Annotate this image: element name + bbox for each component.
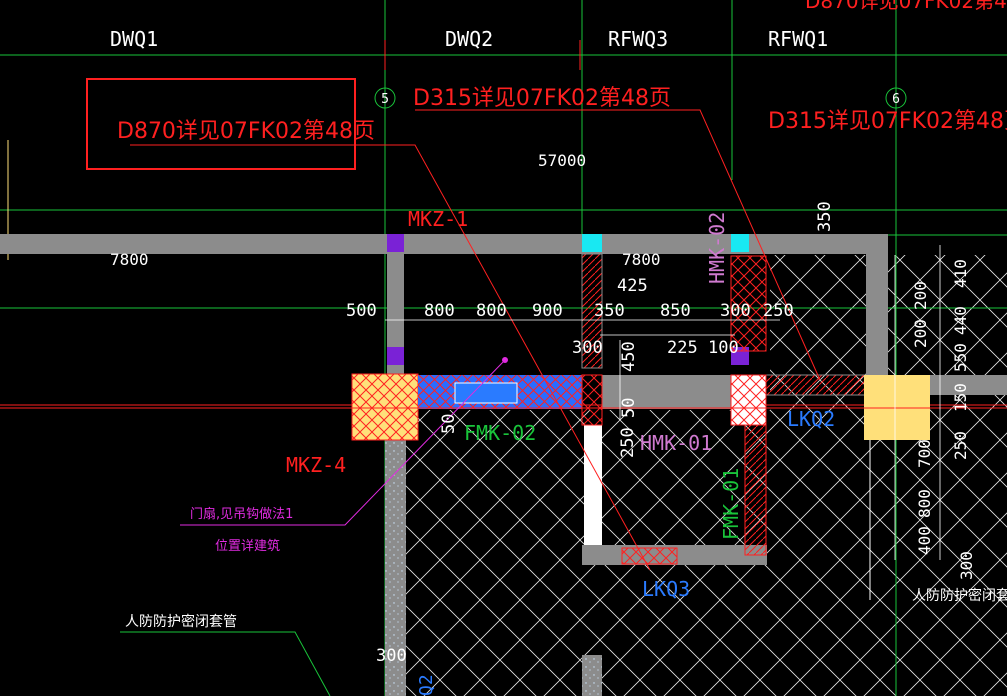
dim-text: 850 (660, 301, 691, 321)
tag-hmk02: HMK-02 (705, 212, 729, 284)
dim-text: 800 (915, 489, 934, 518)
dim-inner: 300 425 225 100 450 50 50 250 350 300 (376, 201, 835, 666)
dim-text: 200 (911, 319, 930, 348)
axis-bubble-5: 5 (374, 87, 396, 109)
note-sleeve-right: 人防防护密闭套管 (912, 587, 1007, 604)
axis-label-rfwq3: RFWQ3 (608, 27, 668, 51)
dim-text: 300 (572, 338, 603, 358)
axis-bubble-label: 5 (381, 92, 389, 107)
dim-overall: 57000 (538, 151, 586, 170)
dim-text: 400 (915, 526, 934, 555)
dim-bay-right: 7800 (622, 250, 661, 269)
note-door-line1: 门扇,见吊钩做法1 (190, 506, 293, 522)
note-leader (180, 357, 508, 526)
leader-lines (0, 109, 1007, 571)
dimension-lines (385, 245, 941, 560)
tag-fmk02: FMK-02 (464, 421, 536, 445)
axis-bubble-label: 6 (892, 92, 900, 107)
tag-mkz1: MKZ-1 (408, 207, 468, 231)
dim-text: 440 (951, 306, 970, 335)
tag-hmk01: HMK-01 (640, 431, 712, 455)
dim-text: 200 (911, 281, 930, 310)
axis-bubble-6: 6 (885, 87, 907, 109)
dim-text: 300 (720, 301, 751, 321)
tag-q02: Q2 (416, 674, 437, 696)
axis-label-dwq2: DWQ2 (445, 27, 493, 51)
note-d870: D870详见07FK02第48页 (117, 119, 375, 144)
note-d315-b: D315详见07FK02第48页 (768, 109, 1007, 134)
dim-text: 300 (957, 551, 976, 580)
dim-text: 900 (532, 301, 563, 321)
tag-lkq3: LKQ3 (642, 577, 690, 601)
note-door-line2: 位置详建筑 (215, 538, 280, 554)
dim-text: 450 (619, 341, 639, 372)
dim-top-row: 500 800 800 900 350 850 300 250 (346, 301, 794, 321)
tag-mkz4: MKZ-4 (286, 453, 346, 477)
dim-text: 225 (667, 338, 698, 358)
dim-text: 700 (915, 439, 934, 468)
columns (387, 234, 749, 365)
dim-text: 250 (951, 431, 970, 460)
dim-text: 250 (763, 301, 794, 321)
dim-text: 350 (594, 301, 625, 321)
callout-box[interactable] (86, 78, 356, 170)
dim-text: 800 (424, 301, 455, 321)
dim-bay-left: 7800 (110, 250, 149, 269)
dim-text: 410 (951, 259, 970, 288)
dim-text: 150 (951, 383, 970, 412)
axis-label-top-clipped: D870详见07FK02第48页 (805, 0, 1007, 13)
note-d315-a: D315详见07FK02第48页 (413, 86, 671, 111)
dim-text: 300 (376, 646, 407, 666)
tag-lkq2: LKQ2 (787, 407, 835, 431)
dim-text: 800 (476, 301, 507, 321)
axis-label-dwq1: DWQ1 (110, 27, 158, 51)
dim-right-col: 410 440 550 150 250 200 200 700 800 400 … (911, 259, 976, 580)
note-sleeve-left: 人防防护密闭套管 (125, 613, 237, 630)
dim-text: 250 (618, 427, 638, 458)
dim-text: 50 (619, 398, 639, 418)
dim-text: 425 (617, 276, 648, 296)
sleeve-leader (120, 631, 331, 696)
axis-label-rfwq1: RFWQ1 (768, 27, 828, 51)
tag-fmk01: FMK-01 (719, 468, 743, 540)
dim-text: 550 (951, 343, 970, 372)
dim-text: 50 (439, 414, 459, 434)
dim-text: 350 (815, 201, 835, 232)
dim-text: 100 (708, 338, 739, 358)
dim-text: 500 (346, 301, 377, 321)
